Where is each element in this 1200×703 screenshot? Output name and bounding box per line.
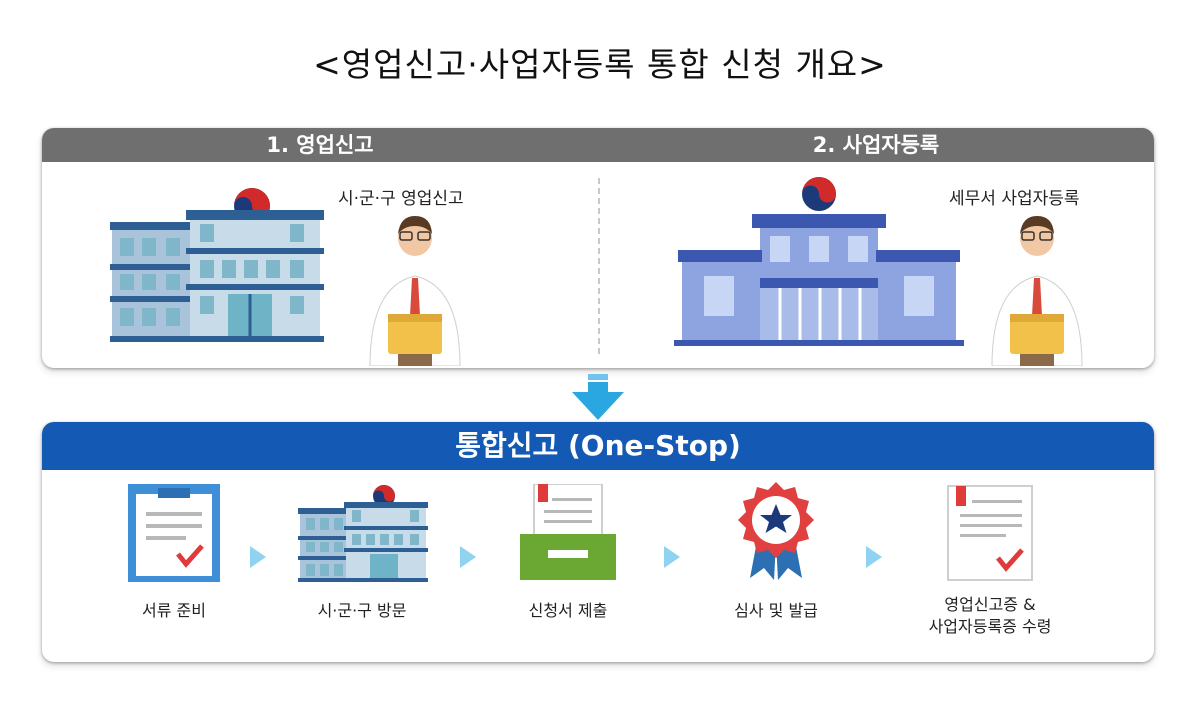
step-arrow-icon bbox=[460, 546, 476, 568]
down-arrow-icon bbox=[572, 374, 624, 420]
step-label-submit-application: 신청서 제출 bbox=[528, 601, 608, 620]
city-report-caption: 시·군·구 영업신고 bbox=[338, 189, 464, 209]
official-person-icon bbox=[369, 216, 461, 366]
step-label-visit-city-office: 시·군·구 방문 bbox=[317, 601, 407, 620]
top-panel: 1. 영업신고 2. 사업자등록 시·군·구 영업신고 세무서 사업자등록 bbox=[42, 128, 1154, 368]
page-title: <영업신고·사업자등록 통합 신청 개요> bbox=[313, 45, 887, 84]
one-stop-panel: 통합신고 (One-Stop) bbox=[42, 422, 1154, 662]
step-label-prepare-documents: 서류 준비 bbox=[142, 601, 206, 620]
one-stop-header: 통합신고 (One-Stop) bbox=[42, 422, 1154, 470]
city-hall-building-icon bbox=[110, 188, 324, 342]
step-label-review-issue: 심사 및 발급 bbox=[734, 601, 818, 620]
panel-divider bbox=[598, 178, 600, 354]
step-label-line-1: 영업신고증 & bbox=[944, 595, 1036, 614]
city-hall-building-icon bbox=[298, 485, 428, 582]
certificate-document-icon bbox=[947, 485, 1033, 581]
step-label-line-2: 사업자등록증 수령 bbox=[928, 617, 1052, 636]
business-registration-header: 2. 사업자등록 bbox=[812, 133, 940, 157]
step-arrow-icon bbox=[664, 546, 680, 568]
step-label-receive-certificates: 영업신고증 & 사업자등록증 수령 bbox=[900, 594, 1080, 638]
tax-officer-person-icon bbox=[991, 216, 1083, 366]
business-report-header: 1. 영업신고 bbox=[266, 133, 374, 157]
tax-office-caption: 세무서 사업자등록 bbox=[949, 189, 1080, 209]
tax-office-building-icon bbox=[674, 177, 964, 346]
top-header-bar: 1. 영업신고 2. 사업자등록 bbox=[42, 128, 1154, 162]
step-arrow-icon bbox=[250, 546, 266, 568]
checklist-document-icon bbox=[128, 484, 220, 582]
application-tray-icon bbox=[520, 484, 616, 580]
award-badge-icon bbox=[738, 482, 814, 580]
step-arrow-icon bbox=[866, 546, 882, 568]
